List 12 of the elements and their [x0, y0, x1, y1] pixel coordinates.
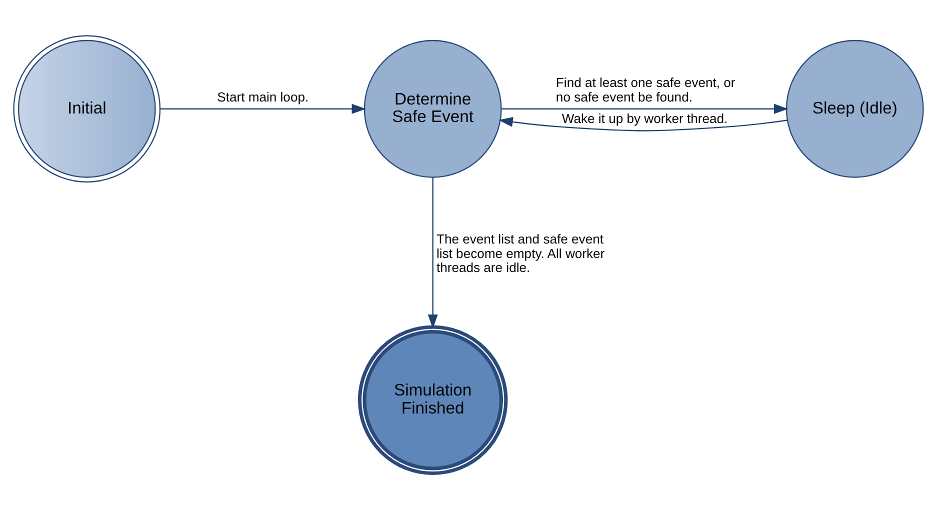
edge-label: The event list and safe event list become empty. All worker threads are idle. [436, 231, 605, 275]
arrow [160, 103, 366, 114]
edge-label: Find at least one safe event, or no safe event be found. [556, 74, 736, 104]
node-circle: Simulation Finished [358, 324, 508, 475]
arrow [428, 176, 438, 328]
edge-label: Wake it up by worker thread. [562, 110, 728, 126]
node-circle: Determine Safe Event [364, 39, 502, 178]
edge-label: Start main loop. [217, 89, 309, 104]
arrow [502, 103, 788, 114]
node-circle: Sleep (Idle) [786, 39, 924, 178]
arrow [498, 116, 788, 131]
node-circle: Initial [13, 34, 161, 182]
